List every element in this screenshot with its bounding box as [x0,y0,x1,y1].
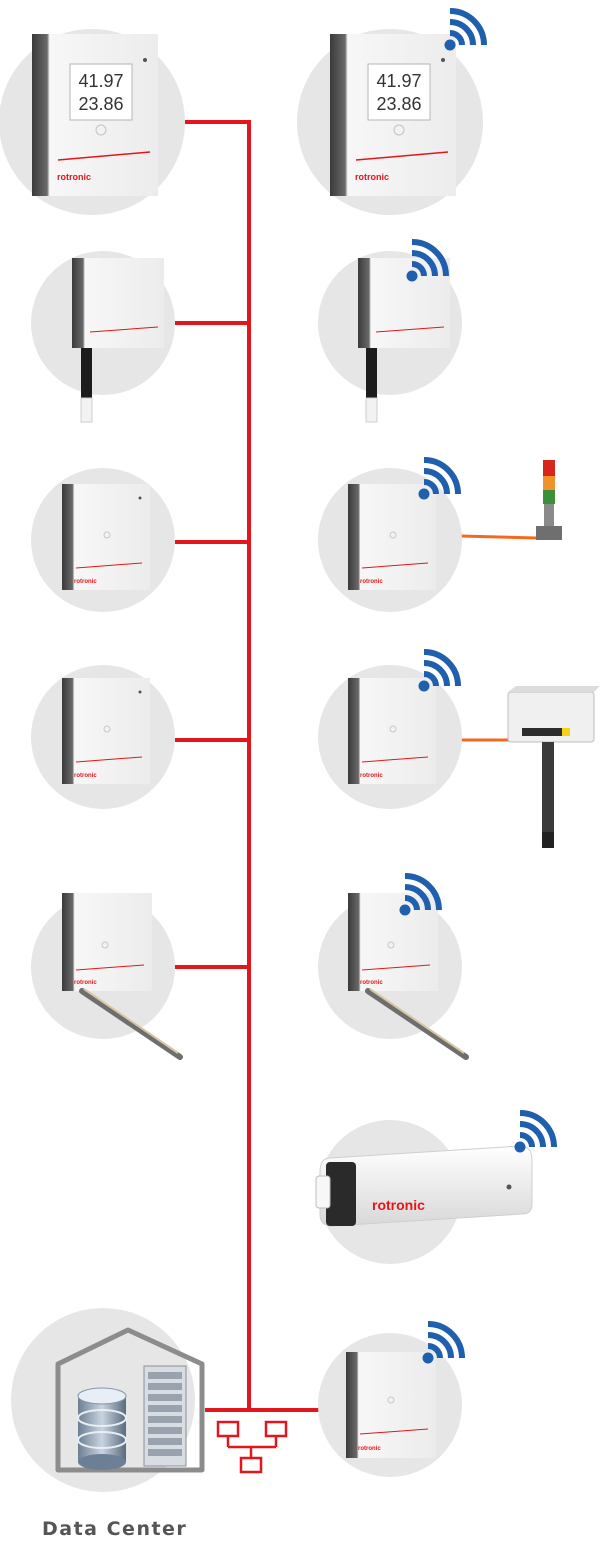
device-button [387,941,395,949]
probe-tip [365,397,378,423]
probe-tip [80,397,93,423]
brand-stripe [57,151,151,161]
transmitter-accessory [507,686,600,848]
device-case [348,678,436,784]
brand-logo: rotronic [360,579,383,585]
device-logger-wireless-row3: rotronic [318,460,462,612]
device-button [387,1396,395,1404]
server-rack-icon [143,1365,187,1467]
transmitter-label [522,728,564,736]
brand-stripe [361,756,429,763]
device-logger-with-insertion-probe-wired: rotronic [31,893,183,1060]
device-display-logger-wireless: 41.97 23.86 rotronic [297,11,484,215]
brand-stripe [361,964,431,971]
insertion-probe-highlight [369,988,465,1054]
house-outline-icon [55,1327,205,1473]
signal-tower-body [544,504,554,526]
brand-logo: rotronic [57,172,91,182]
brand-logo: rotronic [74,579,97,585]
display-bottom-value: 23.86 [376,94,421,114]
status-led [506,1184,512,1190]
device-case [62,893,152,991]
brand-stripe [89,326,159,333]
insertion-probe-highlight [83,988,179,1054]
brand-stripe [361,562,429,569]
device-case [62,678,150,784]
device-case [348,484,436,590]
status-led [143,58,147,62]
device-logger-wireless-row7: rotronic [318,1324,462,1477]
transmitter-probe [542,742,554,848]
device-case [346,1352,436,1458]
device-case [348,893,438,991]
brand-logo: rotronic [360,980,383,986]
data-center-node [11,1308,205,1492]
signal-tower-accessory [536,460,562,540]
device-display [69,63,133,121]
device-display [367,63,431,121]
device-logger-wired-row3: rotronic [31,468,175,612]
signal-tower-red-segment [543,460,555,476]
status-led [441,58,445,62]
probe-cable [366,348,377,398]
brand-logo: rotronic [74,773,97,779]
device-logger-with-probe-wireless [318,242,462,423]
signal-tower-green-segment [543,490,555,504]
brand-logo: rotronic [74,980,97,986]
data-center-caption: Data Center [42,1518,188,1540]
device-logger-wireless-row4: rotronic [318,652,462,809]
device-display-logger-wired: 41.97 23.86 rotronic [0,29,185,215]
status-led [138,496,142,500]
brand-stripe [75,756,143,763]
device-logger-with-insertion-probe-wireless: rotronic [318,876,469,1060]
device-button [389,531,397,539]
signal-tower-orange-segment [543,476,555,490]
status-led [138,690,142,694]
device-button [103,725,111,733]
device-case [62,484,150,590]
wifi-icon [515,1113,555,1153]
display-top-value: 41.97 [78,71,123,91]
usb-logger-brand: rotronic [372,1197,425,1213]
wifi-icon [423,1324,463,1364]
network-lines [175,120,537,1412]
usb-logger-clip [315,1175,331,1209]
wifi-icon [419,652,459,692]
usb-logger-body [319,1145,533,1227]
insertion-probe [365,988,469,1060]
device-button [95,124,107,136]
device-case [72,258,164,348]
wifi-icon [445,11,485,51]
transmitter-probe-tip [542,832,554,848]
display-bottom-value: 23.86 [78,94,123,114]
usb-logger-end-cap [326,1162,356,1226]
brand-logo: rotronic [360,773,383,779]
device-usb-logger-wireless: rotronic [315,1113,555,1264]
brand-stripe [355,151,449,161]
accessory-line-signal-tower [459,534,537,540]
brand-stripe [359,1428,429,1435]
signal-tower-base [536,526,562,540]
brand-stripe [75,562,143,569]
transmitter-lid-edge [508,686,600,692]
device-button [103,531,111,539]
device-button [101,941,109,949]
brand-logo: rotronic [355,172,389,182]
brand-logo: rotronic [358,1446,381,1452]
brand-stripe [75,964,145,971]
network-icon [216,1420,288,1474]
transmitter-label-highlight [562,728,570,736]
insertion-probe [79,988,183,1060]
device-logger-with-probe-wired [31,251,175,423]
wifi-icon [419,460,459,500]
brand-stripe [375,326,445,333]
device-button [389,725,397,733]
display-top-value: 41.97 [376,71,421,91]
device-button [393,124,405,136]
probe-cable [81,348,92,398]
device-logger-wired-row4: rotronic [31,665,175,809]
database-icon [77,1387,127,1470]
